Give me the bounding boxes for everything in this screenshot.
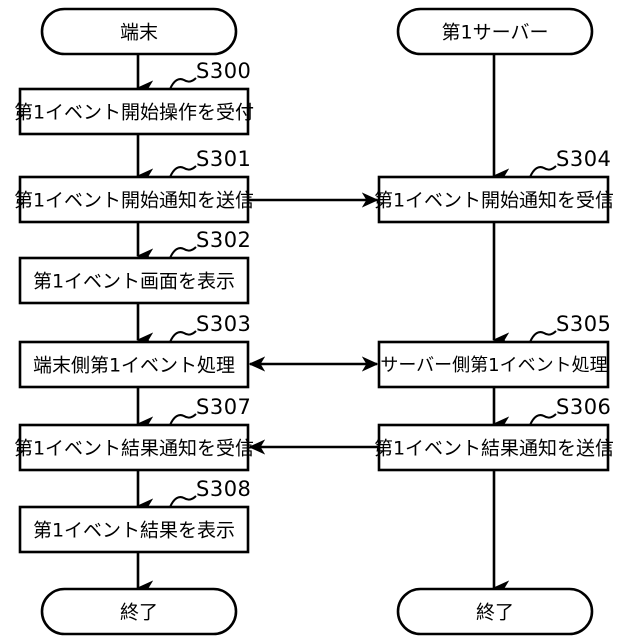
node-start-terminal-label: 端末 bbox=[120, 22, 158, 44]
node-end-server[interactable]: 終了 bbox=[396, 587, 594, 636]
step-callouts: S300 S301 S302 S303 S307 S308 bbox=[169, 59, 611, 508]
step-callout-s300: S300 bbox=[169, 59, 251, 90]
node-s305-label: サーバー側第1イベント処理 bbox=[380, 355, 607, 376]
step-callout-s304: S304 bbox=[529, 147, 611, 178]
node-s307-label: 第1イベント結果通知を受信 bbox=[14, 438, 254, 460]
node-s307[interactable]: 第1イベント結果通知を受信 bbox=[14, 423, 254, 472]
step-callout-s306-label: S306 bbox=[556, 395, 611, 419]
node-s305[interactable]: サーバー側第1イベント処理 bbox=[377, 340, 610, 389]
step-callout-s308: S308 bbox=[169, 477, 251, 508]
step-callout-s304-label: S304 bbox=[556, 147, 611, 171]
step-callout-s302: S302 bbox=[169, 228, 251, 259]
node-start-server-label: 第1サーバー bbox=[442, 22, 549, 44]
node-s306[interactable]: 第1イベント結果通知を送信 bbox=[374, 423, 614, 472]
step-callout-s301-label: S301 bbox=[196, 147, 251, 171]
node-end-server-label: 終了 bbox=[476, 602, 514, 624]
node-start-server[interactable]: 第1サーバー bbox=[396, 7, 594, 56]
node-s303-label: 端末側第1イベント処理 bbox=[33, 355, 235, 377]
node-s304[interactable]: 第1イベント開始通知を受信 bbox=[374, 175, 614, 224]
node-end-terminal[interactable]: 終了 bbox=[40, 587, 238, 636]
node-s304-label: 第1イベント開始通知を受信 bbox=[374, 190, 614, 212]
step-callout-s301: S301 bbox=[169, 147, 251, 178]
step-callout-s303-label: S303 bbox=[196, 312, 251, 336]
step-callout-s305: S305 bbox=[529, 312, 611, 343]
step-callout-s307-label: S307 bbox=[196, 395, 251, 419]
node-s308[interactable]: 第1イベント結果を表示 bbox=[18, 505, 250, 554]
node-start-terminal[interactable]: 端末 bbox=[40, 7, 238, 56]
lane-server1-nodes: 第1サーバー 第1イベント開始通知を受信 サーバー側第1イベント処理 第1イベン… bbox=[374, 7, 614, 636]
step-callout-s300-label: S300 bbox=[196, 59, 251, 83]
step-callout-s305-label: S305 bbox=[556, 312, 611, 336]
step-callout-s307: S307 bbox=[169, 395, 251, 426]
node-s301[interactable]: 第1イベント開始通知を送信 bbox=[14, 175, 254, 224]
node-s302-label: 第1イベント画面を表示 bbox=[33, 271, 235, 293]
node-s300[interactable]: 第1イベント開始操作を受付 bbox=[14, 87, 254, 136]
step-callout-s302-label: S302 bbox=[196, 228, 251, 252]
connectors-horizontal bbox=[248, 192, 379, 455]
connectors-vertical bbox=[136, 54, 510, 596]
step-callout-s306: S306 bbox=[529, 395, 611, 426]
step-callout-s308-label: S308 bbox=[196, 477, 251, 501]
node-end-terminal-label: 終了 bbox=[120, 602, 158, 624]
step-callout-s303: S303 bbox=[169, 312, 251, 343]
node-s303[interactable]: 端末側第1イベント処理 bbox=[18, 340, 250, 389]
node-s308-label: 第1イベント結果を表示 bbox=[33, 520, 235, 542]
node-s306-label: 第1イベント結果通知を送信 bbox=[374, 438, 614, 460]
node-s302[interactable]: 第1イベント画面を表示 bbox=[18, 256, 250, 305]
lane-terminal-nodes: 端末 第1イベント開始操作を受付 第1イベント開始通知を送信 第1イベント画面を… bbox=[14, 7, 254, 636]
node-s300-label: 第1イベント開始操作を受付 bbox=[14, 102, 254, 124]
node-s301-label: 第1イベント開始通知を送信 bbox=[14, 190, 254, 212]
